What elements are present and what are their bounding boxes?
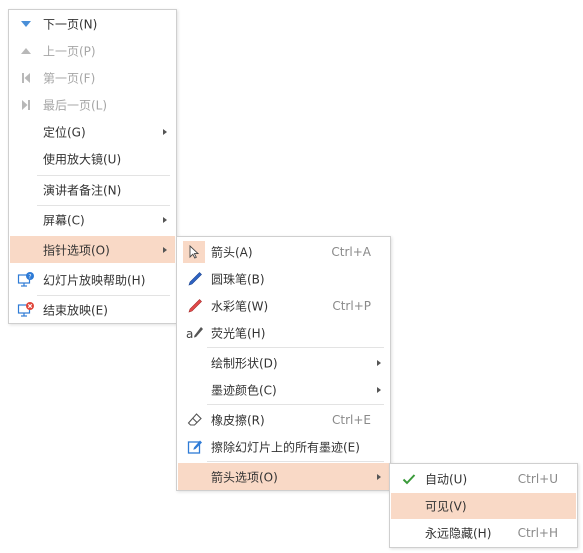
menu-item-label: 第一页(F) (43, 71, 96, 86)
menu-item-speaker-notes[interactable]: 演讲者备注(N) (10, 177, 175, 203)
triangle-up-icon (17, 42, 35, 60)
slideshow-help-icon: ? (17, 271, 35, 289)
menu-item-draw-shape[interactable]: 绘制形状(D) (178, 350, 389, 376)
menu-item-label: 绘制形状(D) (211, 356, 278, 371)
end-show-icon (17, 301, 35, 319)
menu-item-label: 墨迹颜色(C) (211, 383, 277, 398)
ballpoint-pen-icon (186, 270, 204, 288)
menu-item-ballpoint-pen[interactable]: 圆珠笔(B) (178, 266, 389, 292)
last-page-icon (17, 96, 35, 114)
menu-item-label: 圆珠笔(B) (211, 272, 265, 287)
menu-item-highlighter[interactable]: a 荧光笔(H) (178, 320, 389, 346)
menu-separator (207, 461, 384, 462)
shortcut-text: Ctrl+U (517, 472, 558, 486)
menu-item-arrow-options[interactable]: 箭头选项(O) (178, 463, 389, 490)
submenu-arrow-icon (163, 246, 167, 253)
shortcut-text: Ctrl+A (331, 245, 371, 259)
checkmark-icon (400, 470, 418, 488)
menu-item-label: 上一页(P) (43, 44, 96, 59)
menu-item-label: 水彩笔(W) (211, 299, 269, 314)
menu-item-end-show[interactable]: 结束放映(E) (10, 297, 175, 323)
menu-item-eraser[interactable]: 橡皮擦(R) Ctrl+E (178, 407, 389, 433)
menu-item-next-page[interactable]: 下一页(N) (10, 11, 175, 37)
menu-separator (207, 347, 384, 348)
menu-item-magnifier[interactable]: 使用放大镜(U) (10, 146, 175, 172)
erase-all-icon (186, 438, 204, 456)
menu-item-ink-color[interactable]: 墨迹颜色(C) (178, 377, 389, 403)
menu-item-label: 橡皮擦(R) (211, 413, 265, 428)
shortcut-text: Ctrl+E (332, 413, 371, 427)
menu-item-label: 擦除幻灯片上的所有墨迹(E) (211, 440, 360, 455)
menu-item-label: 可见(V) (425, 499, 467, 514)
menu-item-label: 箭头(A) (211, 245, 253, 260)
submenu-arrow-icon (377, 387, 381, 393)
menu-item-label: 自动(U) (425, 472, 468, 487)
menu-item-label: 结束放映(E) (43, 303, 108, 318)
menu-item-arrow-pointer[interactable]: 箭头(A) Ctrl+A (178, 239, 389, 265)
menu-item-visible[interactable]: 可见(V) (391, 493, 576, 519)
svg-text:a: a (186, 327, 193, 341)
menu-item-auto[interactable]: 自动(U) Ctrl+U (391, 466, 576, 492)
watercolor-pen-icon (186, 297, 204, 315)
menu-item-always-hide[interactable]: 永远隐藏(H) Ctrl+H (391, 520, 576, 546)
menu-item-last-page[interactable]: 最后一页(L) (10, 92, 175, 118)
arrow-pointer-icon (183, 241, 205, 263)
slideshow-context-menu: 下一页(N) 上一页(P) 第一页(F) 最后一页(L) 定位(G) 使用放大镜… (8, 9, 177, 324)
menu-item-label: 使用放大镜(U) (43, 152, 122, 167)
menu-item-erase-all-ink[interactable]: 擦除幻灯片上的所有墨迹(E) (178, 434, 389, 460)
menu-item-watercolor-pen[interactable]: 水彩笔(W) Ctrl+P (178, 293, 389, 319)
menu-item-label: 幻灯片放映帮助(H) (43, 273, 146, 288)
triangle-down-icon (17, 15, 35, 33)
menu-item-label: 箭头选项(O) (211, 470, 278, 484)
highlighter-icon: a (186, 324, 204, 342)
menu-item-label: 荧光笔(H) (211, 326, 266, 341)
shortcut-text: Ctrl+H (517, 526, 558, 540)
svg-text:?: ? (28, 273, 31, 280)
submenu-arrow-icon (163, 129, 167, 135)
shortcut-text: Ctrl+P (332, 299, 371, 313)
menu-item-slideshow-help[interactable]: ? 幻灯片放映帮助(H) (10, 267, 175, 293)
menu-item-label: 屏幕(C) (43, 213, 85, 228)
menu-item-label: 指针选项(O) (43, 243, 110, 257)
menu-separator (37, 295, 170, 296)
menu-separator (207, 404, 384, 405)
menu-item-pointer-options[interactable]: 指针选项(O) (10, 236, 175, 263)
menu-item-label: 永远隐藏(H) (425, 526, 492, 541)
menu-item-label: 演讲者备注(N) (43, 183, 122, 198)
menu-item-first-page[interactable]: 第一页(F) (10, 65, 175, 91)
menu-separator (37, 175, 170, 176)
menu-item-label: 定位(G) (43, 125, 86, 140)
menu-item-screen[interactable]: 屏幕(C) (10, 207, 175, 233)
menu-item-goto[interactable]: 定位(G) (10, 119, 175, 145)
menu-separator (37, 205, 170, 206)
submenu-arrow-icon (377, 473, 381, 480)
arrow-options-submenu: 自动(U) Ctrl+U 可见(V) 永远隐藏(H) Ctrl+H (389, 463, 578, 548)
submenu-arrow-icon (163, 217, 167, 223)
eraser-icon (186, 411, 204, 429)
menu-item-label: 下一页(N) (43, 17, 98, 32)
submenu-arrow-icon (377, 360, 381, 366)
menu-item-previous-page[interactable]: 上一页(P) (10, 38, 175, 64)
pointer-options-submenu: 箭头(A) Ctrl+A 圆珠笔(B) 水彩笔(W) Ctrl+P a 荧光笔(… (176, 236, 391, 491)
menu-item-label: 最后一页(L) (43, 98, 108, 113)
first-page-icon (17, 69, 35, 87)
